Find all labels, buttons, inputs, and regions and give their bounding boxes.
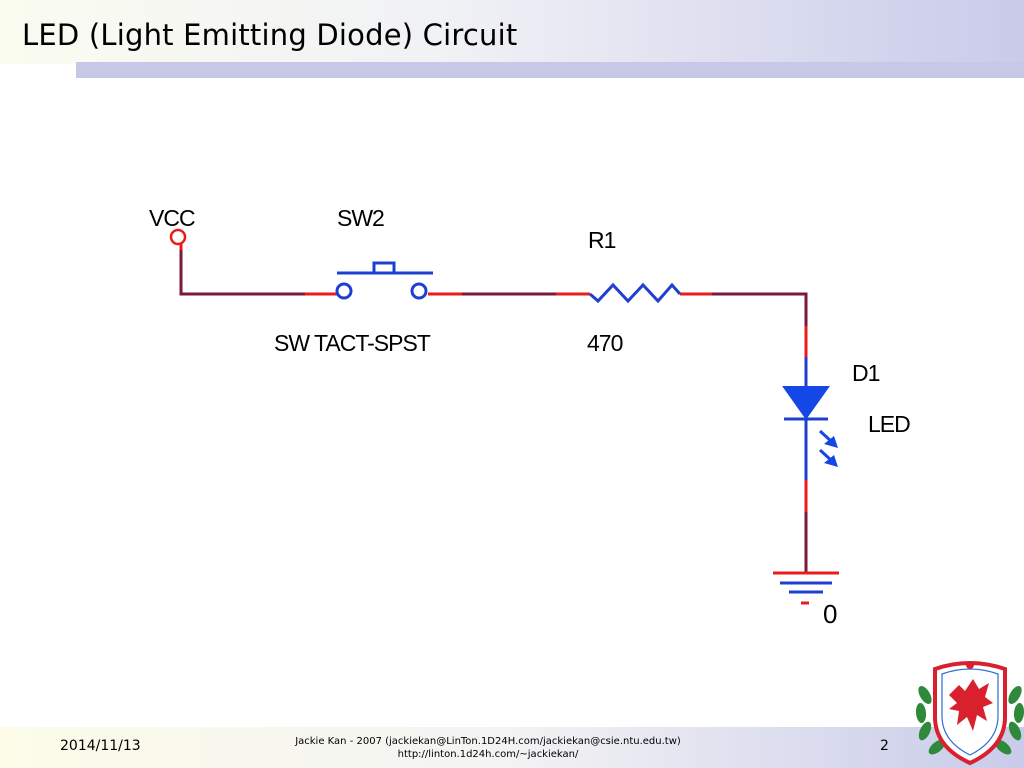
dragon-crest-logo <box>915 661 1024 766</box>
footer-credit: Jackie Kan - 2007 (jackiekan@LinTon.1D24… <box>250 735 726 761</box>
vcc-label: VCC <box>149 205 195 231</box>
footer-band <box>0 727 1024 768</box>
footer-date: 2014/11/13 <box>60 738 141 754</box>
led-d1 <box>782 357 838 480</box>
footer-credit-line-2: http://linton.1d24h.com/~jackiekan/ <box>397 749 579 760</box>
wires <box>179 246 808 572</box>
switch-contact-left <box>335 282 353 300</box>
resistor-value-label: 470 <box>587 330 623 356</box>
resistor-ref-label: R1 <box>588 227 616 253</box>
page-number: 2 <box>880 738 889 754</box>
diode-part-label: LED <box>868 411 910 437</box>
switch-part-label: SW TACT-SPST <box>274 330 431 356</box>
switch-ref-label: SW2 <box>337 205 384 231</box>
slide-title: LED (Light Emitting Diode) Circuit <box>22 18 518 52</box>
led-arrow-2-head <box>824 455 838 467</box>
led-arrow-1-head <box>824 436 838 448</box>
vcc-terminal-circle <box>169 228 187 246</box>
wire-vcc-to-switch <box>179 246 305 296</box>
dragon-icon <box>949 679 993 731</box>
switch-button <box>372 261 396 273</box>
title-band <box>0 0 1024 64</box>
wire-resistor-to-diode <box>712 292 808 326</box>
crest-shield-inner-ring <box>941 668 999 756</box>
resistor-r1 <box>589 282 682 304</box>
footer-credit-line-1: Jackie Kan - 2007 (jackiekan@LinTon.1D24… <box>295 736 681 747</box>
ground-symbol <box>773 571 839 605</box>
title-underbar <box>76 62 1024 78</box>
led-triangle <box>782 386 830 420</box>
vcc-terminal <box>169 228 187 250</box>
crest-top-emblem <box>966 661 974 669</box>
ground-label: 0 <box>823 599 837 629</box>
switch-sw2 <box>335 261 433 300</box>
pin-stubs <box>305 292 808 512</box>
switch-contact-right <box>410 282 428 300</box>
laurel-wreath-icon <box>915 685 1024 755</box>
diode-ref-label: D1 <box>852 360 880 386</box>
